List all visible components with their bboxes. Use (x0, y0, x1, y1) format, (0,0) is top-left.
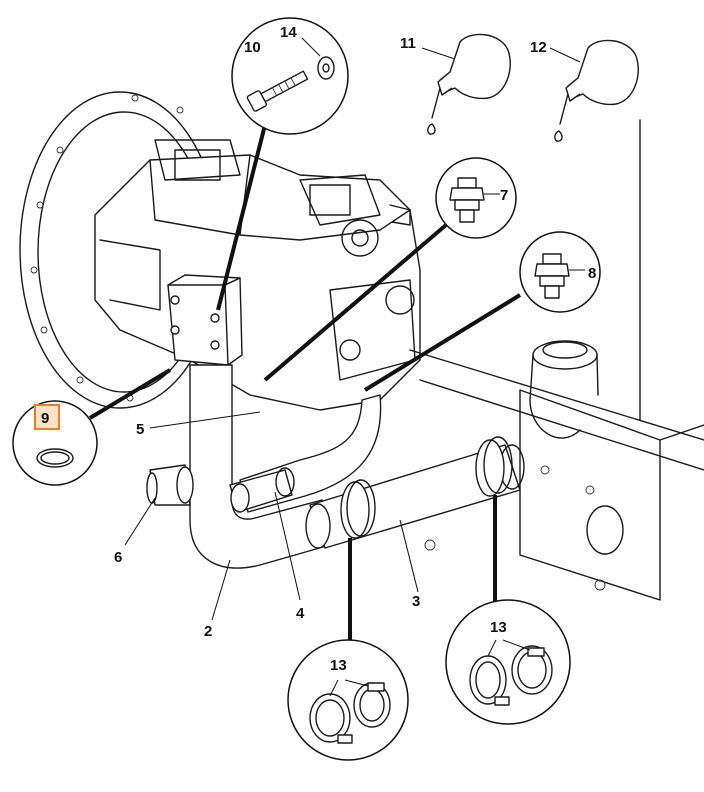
label-part-9[interactable]: 9 (41, 410, 49, 427)
callout-clamps-13-a (287, 639, 409, 761)
chassis-frame (409, 119, 704, 601)
label-part-14[interactable]: 14 (280, 24, 297, 41)
label-part-5[interactable]: 5 (136, 421, 144, 438)
hydraulic-pump (94, 139, 421, 411)
sealant-bottle-12 (554, 39, 639, 142)
label-part-12[interactable]: 12 (530, 39, 547, 56)
label-part-13-a[interactable]: 13 (330, 657, 347, 674)
label-part-13-b[interactable]: 13 (490, 619, 507, 636)
highlight-box-part-9[interactable] (34, 404, 60, 430)
label-part-6[interactable]: 6 (114, 549, 122, 566)
label-part-8[interactable]: 8 (588, 265, 596, 282)
callout-adapter-8 (519, 231, 601, 313)
sealant-bottle-11 (427, 33, 511, 135)
leader-lines (88, 47, 581, 640)
label-part-2[interactable]: 2 (204, 623, 212, 640)
callout-adapter-7 (435, 157, 517, 239)
label-part-10[interactable]: 10 (244, 39, 261, 56)
label-part-11[interactable]: 11 (400, 35, 416, 52)
label-part-3[interactable]: 3 (412, 593, 420, 610)
callout-clamps-13-b (445, 599, 571, 725)
label-part-7[interactable]: 7 (500, 187, 508, 204)
pipe-assembly (146, 364, 525, 569)
part-labels: 10 14 11 12 7 8 5 6 2 4 3 13 13 9 (34, 24, 596, 674)
callout-bolt-washer (231, 17, 349, 135)
label-part-4[interactable]: 4 (296, 605, 305, 622)
